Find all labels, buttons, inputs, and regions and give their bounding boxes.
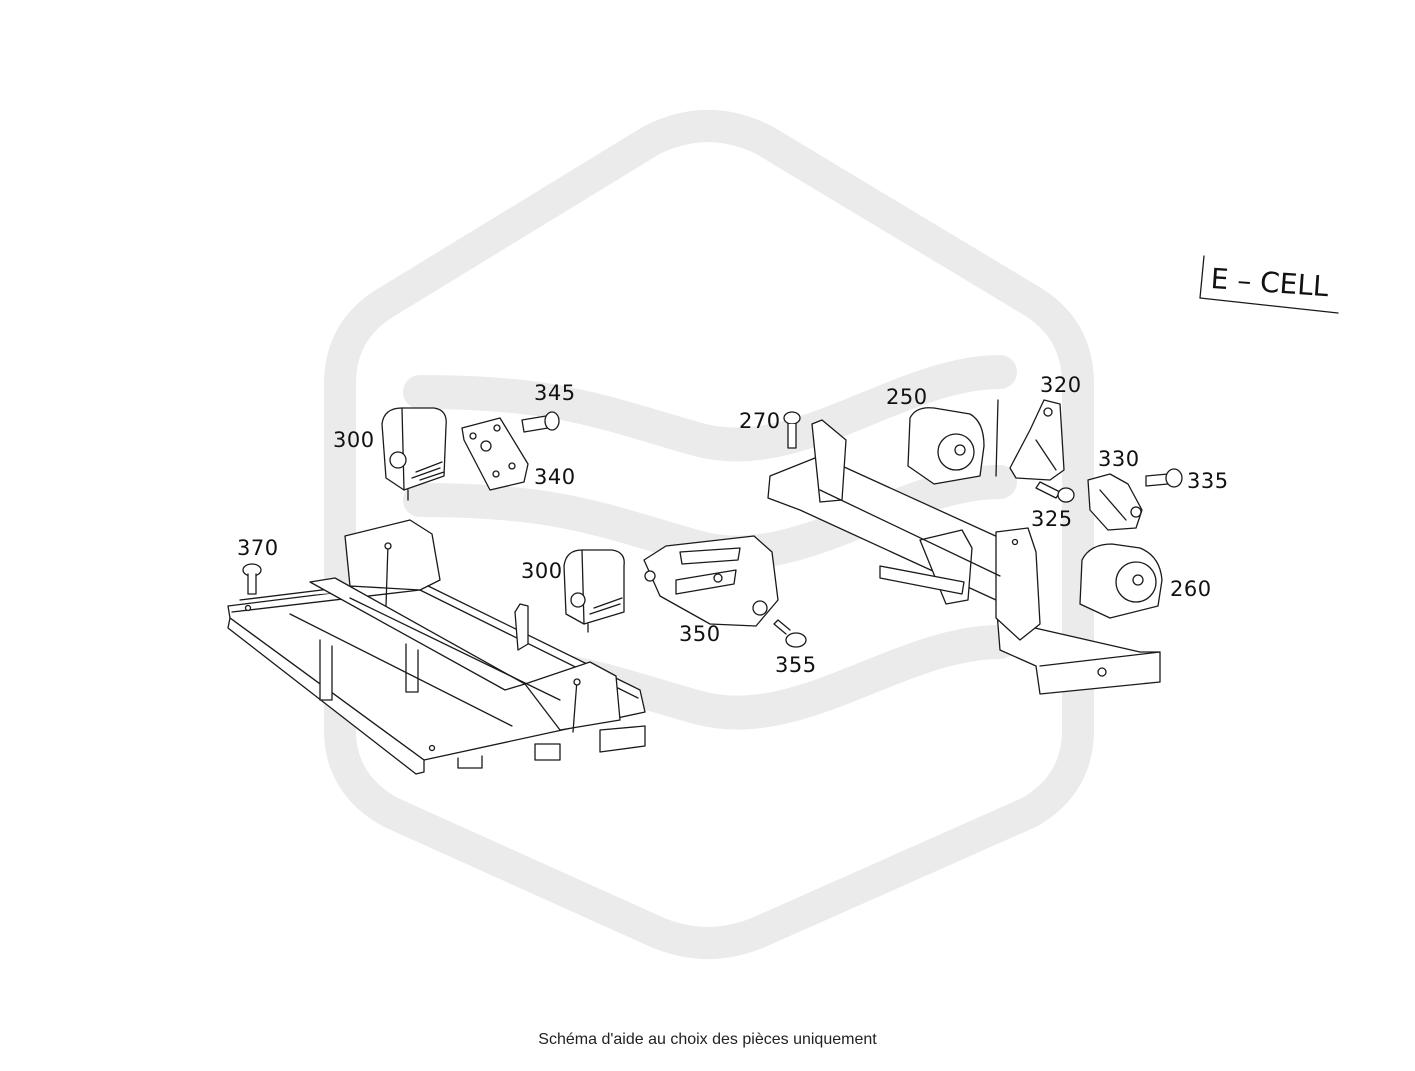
- callout-335: 335: [1187, 469, 1229, 493]
- gearbox-mount-350: [643, 535, 779, 627]
- bracket-330: [1087, 473, 1143, 531]
- callout-270: 270: [739, 409, 781, 433]
- diagram-caption: Schéma d'aide au choix des pièces unique…: [538, 1031, 877, 1048]
- variant-tag-frame: [1199, 255, 1339, 314]
- bolt-325: [1035, 481, 1075, 503]
- engine-mount-250: [907, 399, 999, 485]
- engine-mount-300-top: [381, 407, 447, 501]
- callout-370: 370: [237, 536, 279, 560]
- callout-260: 260: [1170, 577, 1212, 601]
- bolt-270: [783, 411, 801, 449]
- rear-subframe: [227, 519, 646, 775]
- watermark-hexagon: [324, 110, 1094, 959]
- callout-325: 325: [1031, 507, 1073, 531]
- callout-340: 340: [534, 465, 576, 489]
- callout-300-top: 300: [333, 428, 375, 452]
- callout-320: 320: [1040, 373, 1082, 397]
- front-subframe: [767, 419, 1161, 695]
- bracket-320: [1009, 399, 1065, 481]
- watermark-band-top: [403, 355, 1017, 462]
- engine-mount-300-bottom: [563, 549, 625, 633]
- callout-355: 355: [775, 653, 817, 677]
- bolt-355: [773, 619, 807, 648]
- bolt-345: [521, 411, 560, 433]
- callout-300-bottom: 300: [521, 559, 563, 583]
- engine-mount-260: [1079, 543, 1163, 619]
- bolt-370: [242, 563, 262, 595]
- callout-250: 250: [886, 385, 928, 409]
- callout-350: 350: [679, 622, 721, 646]
- bolt-335: [1145, 468, 1183, 488]
- callout-330: 330: [1098, 447, 1140, 471]
- mount-plate-340: [461, 417, 529, 491]
- callout-345: 345: [534, 381, 576, 405]
